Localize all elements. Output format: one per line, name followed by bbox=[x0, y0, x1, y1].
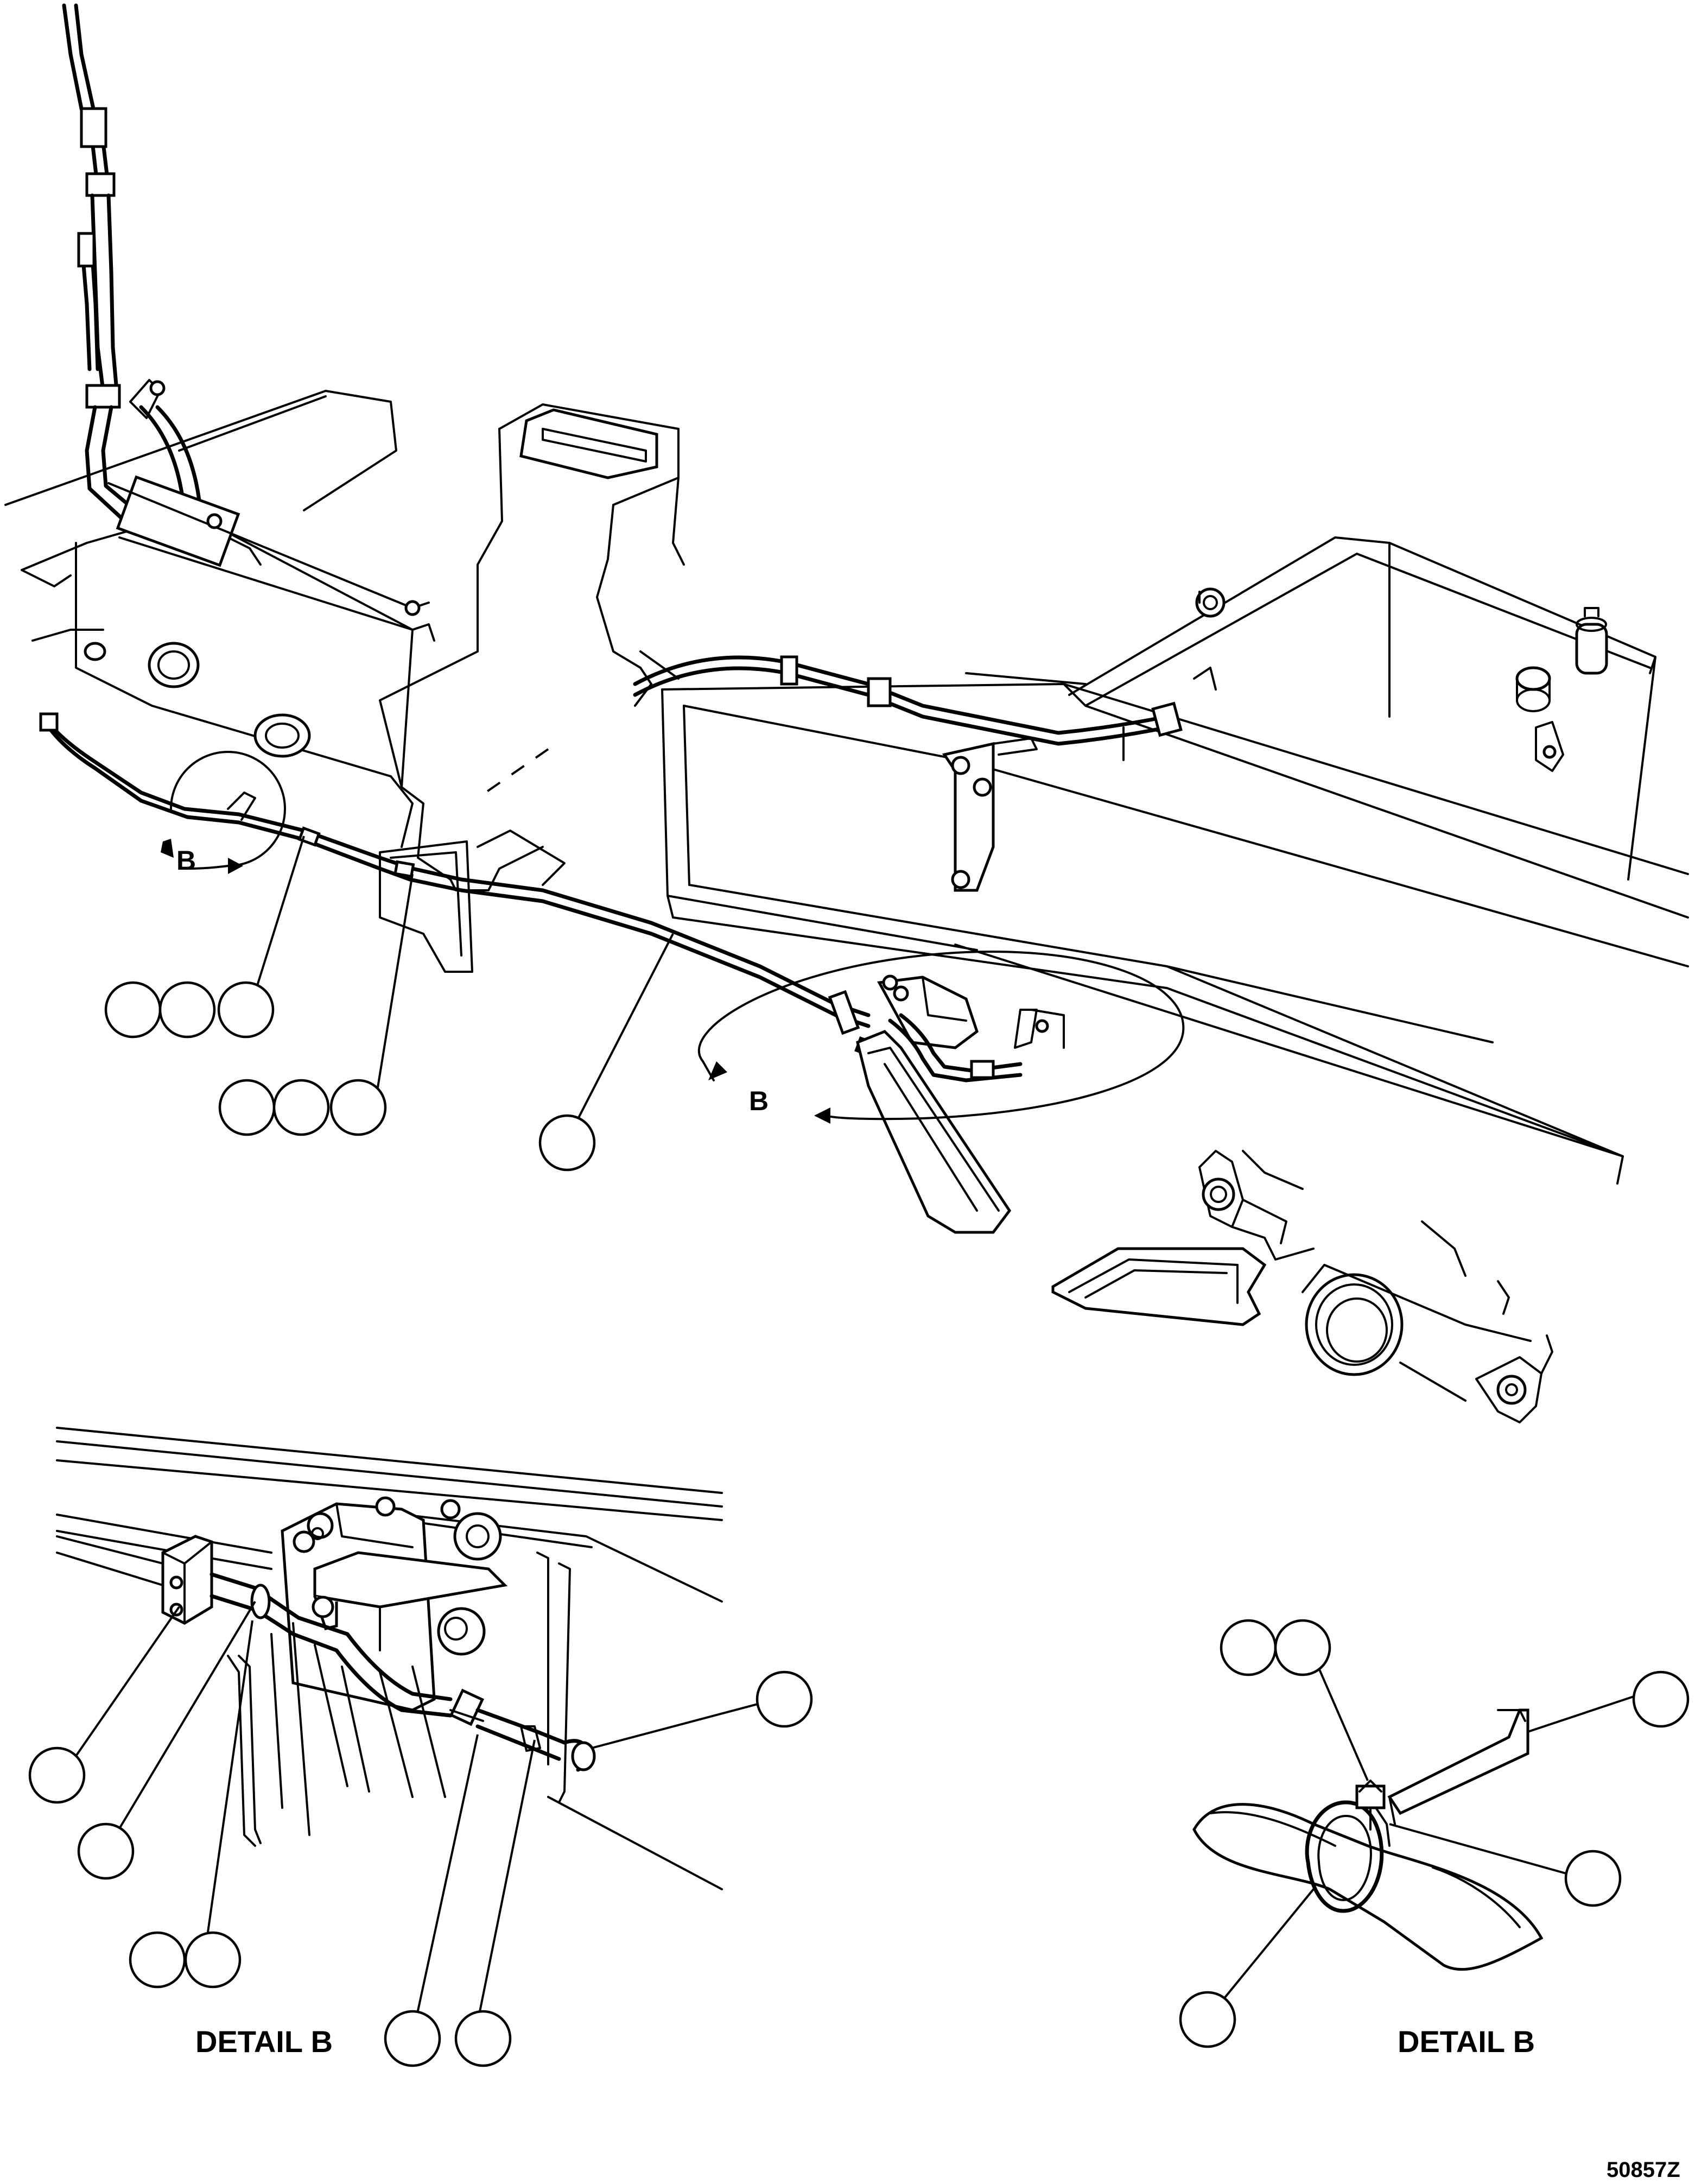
detail-b-left-title: DETAIL B bbox=[195, 2024, 333, 2059]
view-label-b-right: B bbox=[749, 1086, 769, 1116]
callout-circle bbox=[218, 1079, 276, 1136]
callout-circle bbox=[538, 1114, 596, 1172]
callout-circle bbox=[77, 1822, 135, 1880]
frame-bracket bbox=[942, 737, 1038, 892]
left-bushing-outer bbox=[148, 642, 200, 688]
filler-cap bbox=[1575, 623, 1608, 675]
callout-circle bbox=[184, 1931, 242, 1989]
callout-circle bbox=[217, 981, 275, 1039]
detail-b-right: DETAIL B bbox=[1179, 1619, 1690, 2059]
upper-tube-clamp-1 bbox=[780, 655, 798, 686]
tank-bolt-left bbox=[1195, 587, 1226, 618]
detail-b-right-title: DETAIL B bbox=[1398, 2024, 1535, 2059]
callout-circle bbox=[1564, 1850, 1622, 1907]
main-assembly-view: B B bbox=[4, 3, 1689, 1423]
hub-bolt bbox=[1496, 1375, 1527, 1405]
callout-circle bbox=[158, 981, 216, 1039]
figure-number: 50857Z bbox=[1607, 2158, 1680, 2181]
left-bushing-lower bbox=[253, 713, 311, 758]
lower-right-plates bbox=[1051, 1150, 1467, 1326]
main-hose-line bbox=[39, 712, 871, 1035]
right-hub bbox=[1302, 1264, 1553, 1423]
pivot-pin bbox=[1202, 1178, 1235, 1211]
callout-circle bbox=[1179, 1991, 1236, 2048]
upper-tube-end-fitting bbox=[1151, 701, 1183, 737]
callout-circle bbox=[756, 1670, 813, 1728]
detail-b-left: DETAIL B bbox=[28, 1427, 813, 2067]
callout-circle bbox=[129, 1931, 186, 1989]
detail-indicator-ellipse bbox=[697, 950, 1185, 1124]
left-frame-section bbox=[4, 390, 435, 848]
hose-end-fitting bbox=[571, 1741, 596, 1771]
upper-tube-clamp-2 bbox=[867, 677, 892, 707]
central-column bbox=[379, 403, 685, 973]
hose-clamp-mid bbox=[828, 990, 860, 1035]
callout-circle bbox=[1274, 1619, 1331, 1676]
main-callouts bbox=[104, 835, 674, 1172]
hose-clamp-lower bbox=[85, 384, 121, 409]
callout-circle bbox=[454, 2010, 512, 2067]
detail-indicator-circle bbox=[161, 751, 286, 874]
hex-nut-upper bbox=[453, 1512, 502, 1561]
callout-circle bbox=[28, 1746, 86, 1804]
callout-circle bbox=[1632, 1670, 1690, 1728]
upper-tube bbox=[633, 655, 1217, 746]
tank-fitting bbox=[1515, 666, 1551, 691]
callout-circle bbox=[329, 1079, 387, 1136]
callout-circle bbox=[1220, 1619, 1277, 1676]
hub-ring-outer bbox=[1305, 1273, 1404, 1376]
rail-edge-line bbox=[954, 944, 1624, 1157]
vertical-hose-assembly bbox=[62, 3, 203, 550]
hose-clamp-upper bbox=[85, 172, 116, 197]
callout-circle bbox=[384, 2010, 441, 2067]
callout-circle bbox=[104, 981, 162, 1039]
callout-circle bbox=[272, 1079, 330, 1136]
right-hose-fitting-assembly bbox=[854, 974, 1065, 1234]
hose-collar bbox=[250, 1584, 271, 1619]
tank-box bbox=[1068, 536, 1656, 881]
main-frame-rail bbox=[661, 672, 1689, 1185]
view-label-b-left: B bbox=[176, 845, 196, 876]
